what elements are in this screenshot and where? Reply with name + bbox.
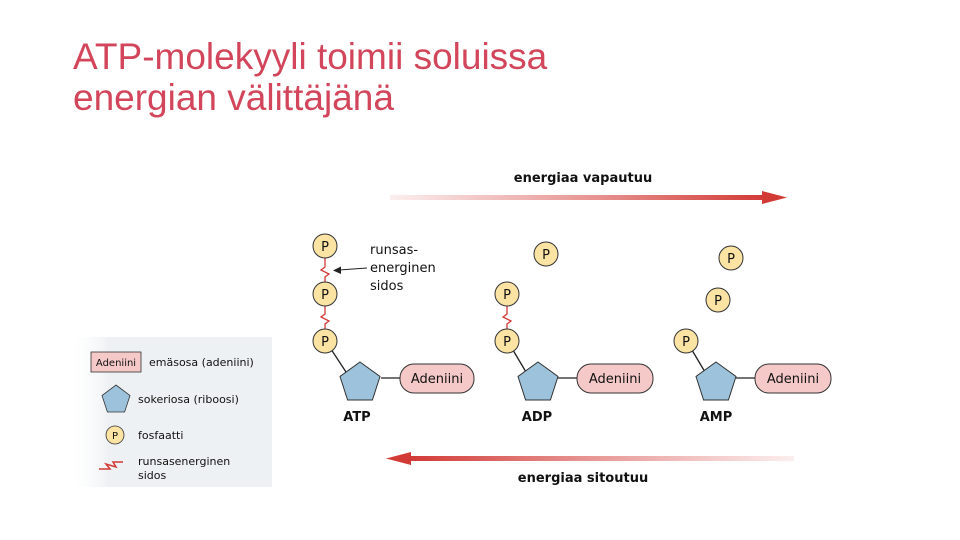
free-phosphate-circle bbox=[718, 245, 744, 271]
high-energy-bond bbox=[501, 306, 513, 330]
phosphate-circle bbox=[673, 328, 699, 354]
adenine-box bbox=[399, 363, 475, 394]
ribose-pentagon bbox=[339, 361, 381, 401]
legend: Adeniini emäsosa (adeniini) sokeriosa (r… bbox=[68, 337, 272, 487]
ribose-pentagon bbox=[517, 361, 559, 401]
annotation-line-1: runsas- bbox=[370, 243, 418, 258]
legend-sugar-label: sokeriosa (riboosi) bbox=[138, 393, 239, 406]
phosphate-label: P bbox=[321, 240, 329, 255]
adenine-label: Adeniini bbox=[411, 372, 463, 387]
phosphate-circle bbox=[312, 328, 338, 354]
title-line-1: ATP-molekyyli toimii soluissa bbox=[73, 36, 548, 77]
phosphate-circle bbox=[312, 233, 338, 259]
legend-bond-label-2: sidos bbox=[138, 469, 166, 482]
slide-title: ATP-molekyyli toimii soluissa energian v… bbox=[73, 36, 773, 118]
phosphate-circle bbox=[312, 281, 338, 307]
adp-molecule: Adeniini P P P ADP bbox=[494, 241, 654, 425]
title-line-2: energian välittäjänä bbox=[73, 77, 394, 118]
legend-bond-icon bbox=[99, 461, 123, 470]
phosphate-circle bbox=[494, 328, 520, 354]
phosphate-label: P bbox=[682, 335, 690, 350]
molecule-name-adp: ADP bbox=[522, 410, 552, 425]
annotation-line-3: sidos bbox=[370, 279, 404, 294]
free-phosphate-circle bbox=[705, 287, 731, 313]
molecule-name-amp: AMP bbox=[700, 410, 733, 425]
legend-base-label: emäsosa (adeniini) bbox=[149, 356, 254, 369]
phosphate-label: P bbox=[714, 294, 722, 309]
amp-molecule: Adeniini P P P AMP bbox=[673, 245, 832, 425]
phosphate-circle bbox=[494, 281, 520, 307]
annotation-line-2: energinen bbox=[370, 261, 436, 276]
bond-annotation: runsas- energinen sidos bbox=[333, 243, 436, 294]
adenine-box bbox=[754, 363, 832, 394]
legend-adenine-swatch bbox=[90, 351, 142, 373]
legend-phosphate-label: fosfaatti bbox=[138, 429, 183, 442]
legend-ribose-swatch bbox=[101, 384, 131, 413]
energy-binding-arrow bbox=[386, 452, 794, 465]
adenine-label: Adeniini bbox=[589, 372, 641, 387]
molecule-name-atp: ATP bbox=[343, 410, 370, 425]
high-energy-bond bbox=[319, 258, 331, 283]
legend-bond-label-1: runsasenerginen bbox=[138, 455, 230, 468]
energy-release-arrow bbox=[390, 191, 787, 204]
phosphate-label: P bbox=[321, 335, 329, 350]
free-phosphate-circle bbox=[533, 241, 559, 267]
phosphate-label: P bbox=[503, 288, 511, 303]
top-arrow-label: energiaa vapautuu bbox=[514, 171, 652, 186]
high-energy-bond bbox=[319, 306, 331, 330]
bottom-arrow-label: energiaa sitoutuu bbox=[518, 471, 648, 486]
phosphate-label: P bbox=[542, 248, 550, 263]
legend-phosphate-swatch bbox=[105, 425, 125, 445]
ribose-pentagon bbox=[695, 361, 737, 401]
legend-phosphate-symbol: P bbox=[112, 431, 118, 442]
adenine-box bbox=[576, 363, 654, 394]
phosphate-label: P bbox=[503, 335, 511, 350]
adenine-label: Adeniini bbox=[767, 372, 819, 387]
legend-adenine-swatch-label: Adeniini bbox=[96, 358, 136, 369]
phosphate-label: P bbox=[321, 288, 329, 303]
phosphate-label: P bbox=[727, 252, 735, 267]
atp-molecule: Adeniini P P P ATP bbox=[312, 233, 475, 425]
